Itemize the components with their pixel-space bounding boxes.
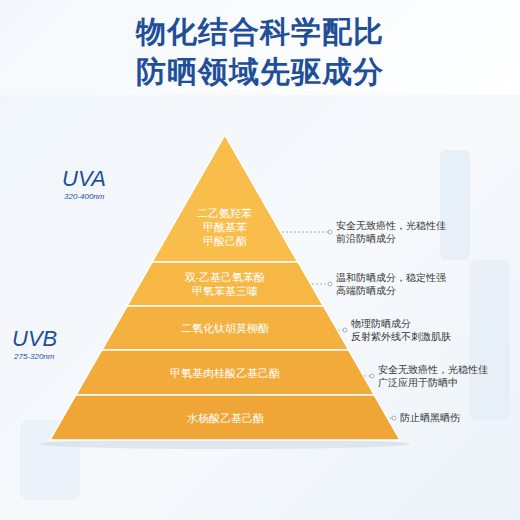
wavelength-range: 275-320nm <box>14 352 54 361</box>
pyramid-band: 双-乙基己氧苯酚 甲氧苯基三嗪 <box>127 262 323 306</box>
callout-note: 防止晒黑晒伤 <box>400 411 460 424</box>
callout-note: 安全无致癌性，光稳性佳 前沿防晒成分 <box>336 219 456 245</box>
band-outline <box>152 135 298 262</box>
flask-shape <box>470 260 510 420</box>
leader-dot <box>328 230 332 234</box>
title-block: 物化结合科学配比 防晒领域先驱成分 <box>0 12 520 92</box>
pyramid-band: 水杨酸乙基己酯 <box>50 395 400 440</box>
ingredient-name: 二乙氨羟苯 甲酰基苯 甲酸己酯 <box>194 206 256 248</box>
callout-note: 安全无致癌性，光稳性佳 广泛应用于防晒中 <box>378 363 498 389</box>
pyramid-band: 二氧化钛胡莫柳酯 <box>102 306 349 350</box>
leader-dot <box>328 282 332 286</box>
pyramid-band: 二乙氨羟苯 甲酰基苯 甲酸己酯 <box>152 135 298 262</box>
callout-note: 物理防晒成分 反射紫外线不刺激肌肤 <box>351 317 471 343</box>
ingredient-name: 水杨酸乙基己酯 <box>187 411 264 425</box>
leader-dot <box>343 328 347 332</box>
leader-dot <box>370 374 374 378</box>
band-shape <box>127 262 323 306</box>
lab-backdrop <box>0 95 520 520</box>
band-outline <box>102 306 349 350</box>
leader-dot <box>392 416 396 420</box>
band-outline <box>127 262 323 306</box>
band-name: UVA <box>62 166 106 192</box>
ingredient-name: 双-乙基己氧苯酚 甲氧苯基三嗪 <box>177 270 272 298</box>
ingredient-name: 二氧化钛胡莫柳酯 <box>181 321 269 335</box>
band-name: UVB <box>12 326 57 352</box>
band-outline <box>76 350 374 395</box>
wavelength-range: 320-400nm <box>64 192 104 201</box>
callout-note: 温和防晒成分，稳定性强 高端防晒成分 <box>336 271 456 297</box>
flask-shape <box>440 150 470 260</box>
ingredient-name: 甲氧基肉桂酸乙基己酯 <box>170 366 280 380</box>
band-outline <box>50 395 400 440</box>
title: 物化结合科学配比 防晒领域先驱成分 <box>100 12 420 92</box>
pyramid-band: 甲氧基肉桂酸乙基己酯 <box>76 350 374 395</box>
